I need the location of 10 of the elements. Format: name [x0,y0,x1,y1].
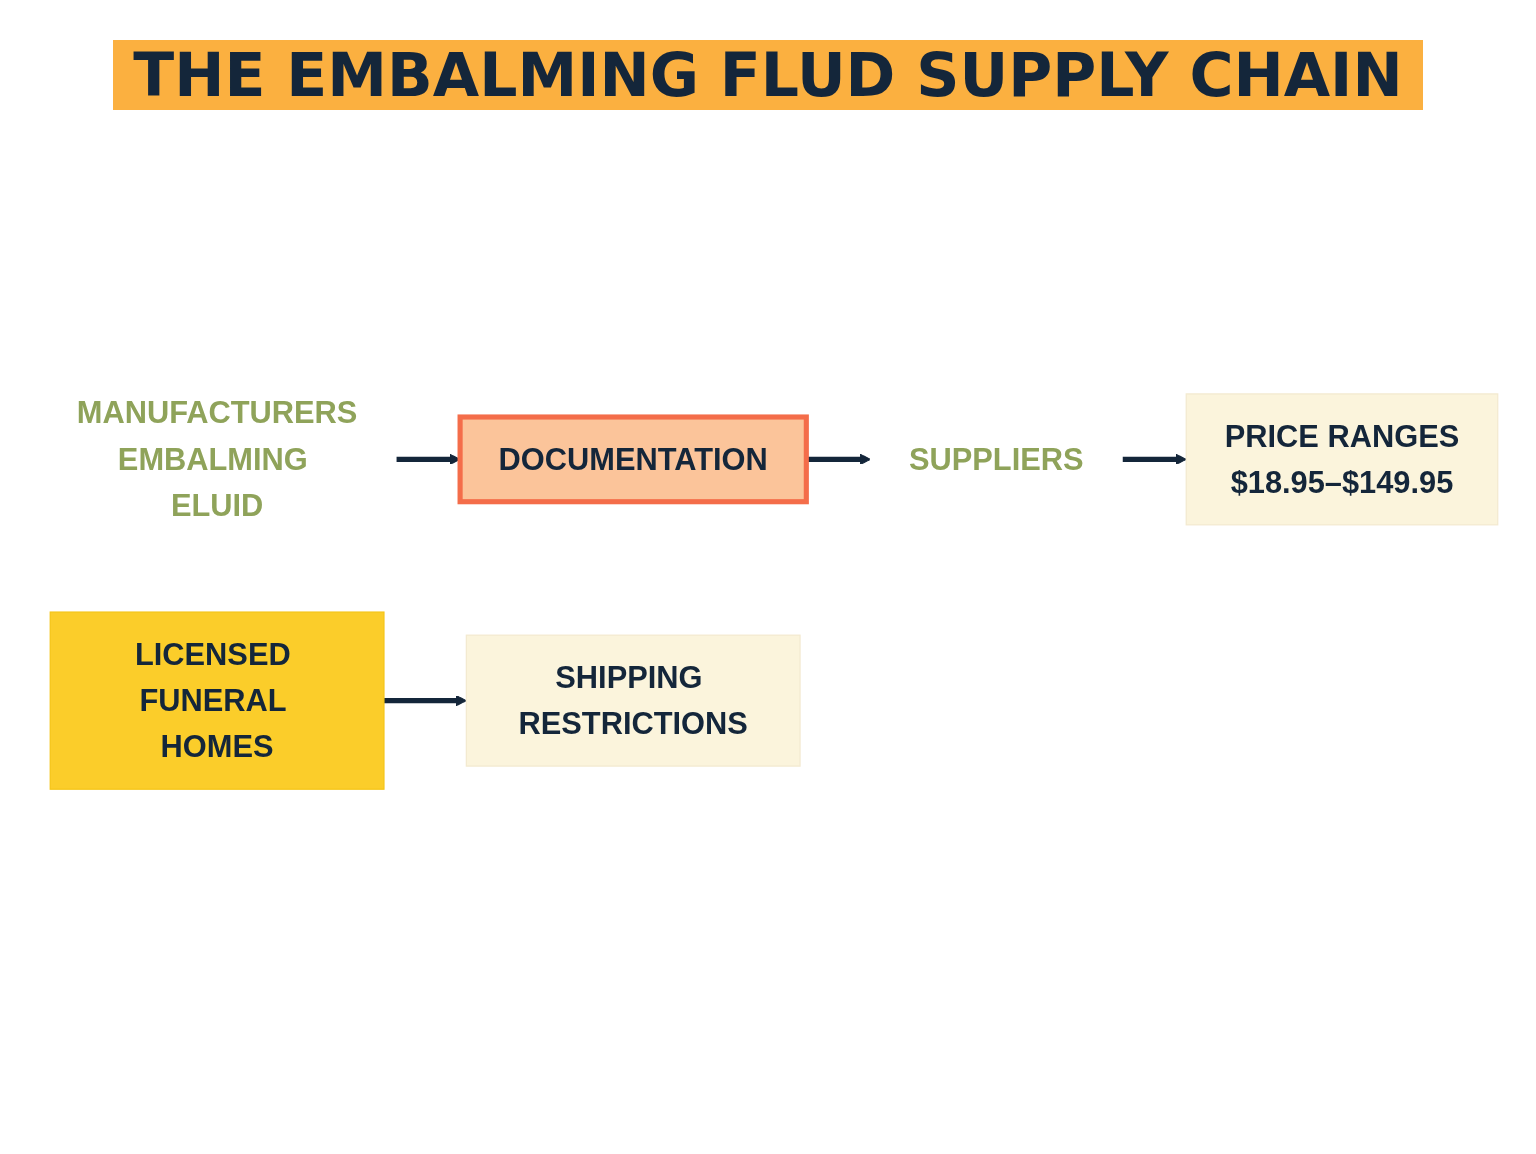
node-box: PRICE RANGES $18.95–$149.95 [1185,393,1499,526]
node-box: SHIPPING RESTRICTIONS [465,634,801,767]
arrow [1122,453,1187,465]
node-box: DOCUMENTATION [457,414,809,505]
node-box: LICENSED FUNERAL HOMES [49,611,385,790]
node-text: SUPPLIERS [908,441,1084,477]
arrow [806,453,871,465]
arrow [383,695,467,707]
title: THE EMBALMING FLUD SUPPLY CHAIN [113,40,1423,110]
node-text: MANUFACTURERS EMBALMING ELUID [76,395,358,523]
